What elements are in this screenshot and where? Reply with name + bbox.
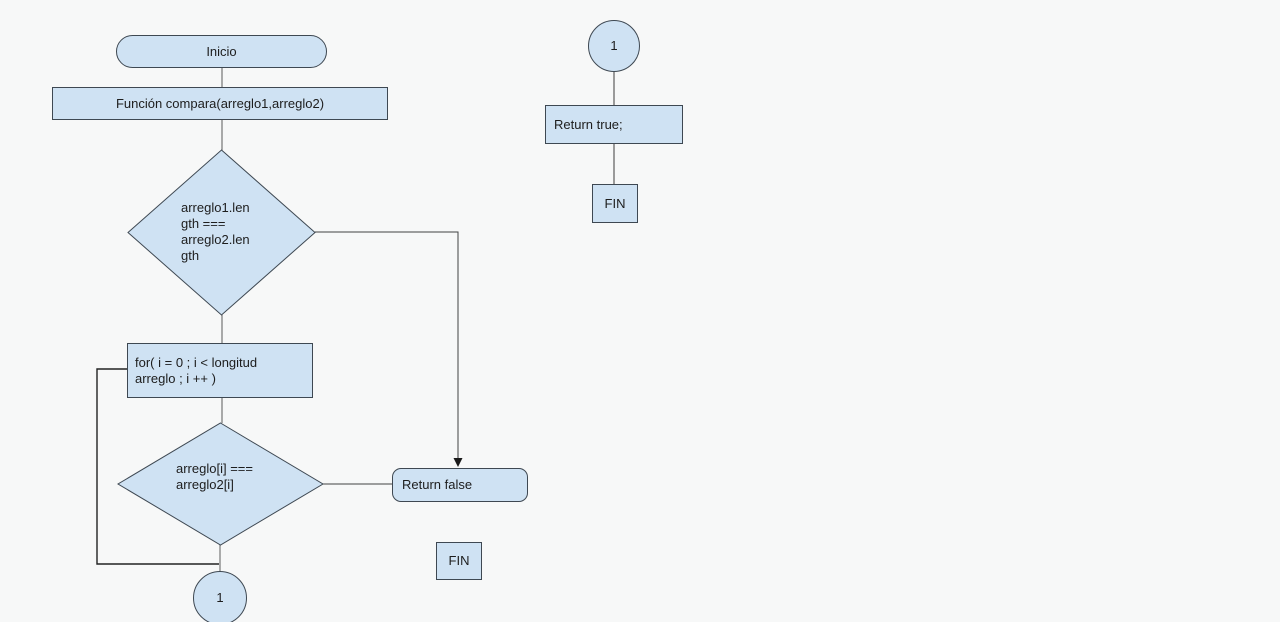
return-true-box: Return true; xyxy=(545,105,683,144)
for-loop-label: for( i = 0 ; i < longitud arreglo ; i ++… xyxy=(135,354,258,386)
return-true-label: Return true; xyxy=(554,116,623,132)
arrowhead-return-false xyxy=(453,458,463,467)
start-label: Inicio xyxy=(206,43,237,59)
offpage-ref-top-label: 1 xyxy=(610,38,618,53)
fin-left-label: FIN xyxy=(448,553,470,568)
for-loop-box: for( i = 0 ; i < longitud arreglo ; i ++… xyxy=(127,343,313,398)
connector-condition-to-return-false xyxy=(315,231,459,461)
function-label: Función compara(arreglo1,arreglo2) xyxy=(115,95,325,111)
return-false-label: Return false xyxy=(402,477,473,492)
offpage-ref-bottom-label: 1 xyxy=(216,590,224,605)
element-condition-diamond xyxy=(117,422,324,546)
offpage-ref-bottom: 1 xyxy=(193,571,247,622)
start-terminator: Inicio xyxy=(116,35,327,68)
element-condition-label: arreglo[i] === arreglo2[i] xyxy=(176,461,253,492)
function-process-box: Función compara(arreglo1,arreglo2) xyxy=(52,87,388,120)
fin-right-box: FIN xyxy=(592,184,638,223)
length-condition-diamond xyxy=(127,149,316,316)
fin-right-label: FIN xyxy=(604,195,626,211)
return-false-box: Return false xyxy=(392,468,528,502)
length-condition-label: arreglo1.len gth === arreglo2.len gth xyxy=(181,200,250,263)
connector-loop-back xyxy=(96,368,219,565)
offpage-ref-top: 1 xyxy=(588,20,640,72)
fin-left-box: FIN xyxy=(436,542,482,580)
